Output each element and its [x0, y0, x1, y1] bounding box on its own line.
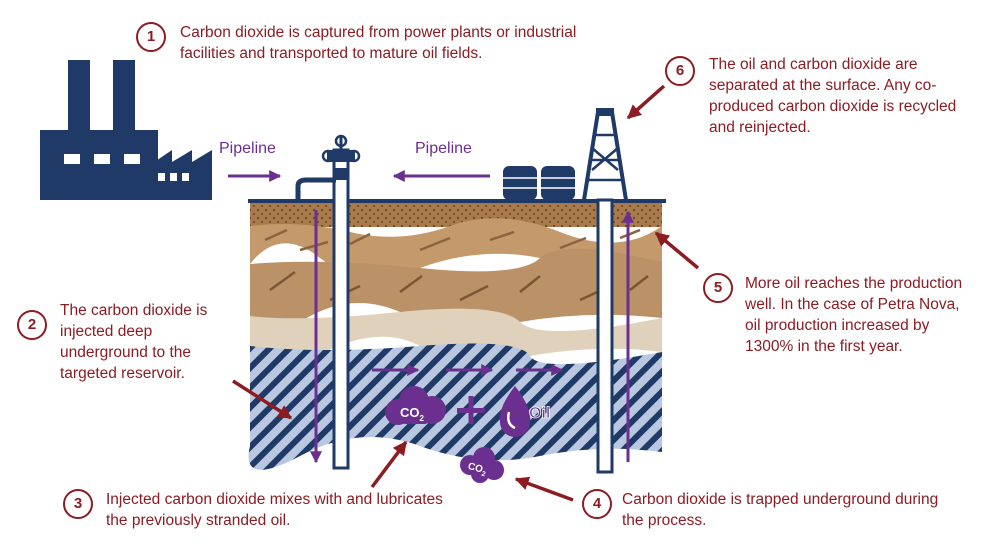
pipeline-label-right: Pipeline: [415, 140, 472, 157]
step-3-text: Injected carbon dioxide mixes with and l…: [106, 491, 443, 529]
step-1-number: 1: [136, 22, 166, 52]
soil-layer-1: [250, 218, 662, 277]
step-5-text: More oil reaches the production well. In…: [745, 275, 963, 355]
step-3-number: 3: [63, 489, 93, 519]
factory-icon: [40, 60, 212, 200]
step-2-text: The carbon dioxide is injected deep unde…: [60, 302, 208, 382]
callout-arrow-6: [626, 84, 666, 120]
step-1-text: Carbon dioxide is captured from power pl…: [180, 24, 577, 62]
injection-well: [295, 134, 361, 470]
oil-drop-icon: Oil: [499, 386, 551, 437]
topsoil-layer: [250, 202, 662, 227]
callout-arrow-2: [232, 379, 293, 420]
co2-cloud-icon: CO2: [385, 386, 446, 425]
step-6-text: The oil and carbon dioxide are separated…: [709, 56, 957, 136]
svg-text:CO2: CO2: [466, 461, 488, 478]
step-5-number: 5: [703, 273, 733, 303]
flow-arrows: [228, 170, 634, 464]
svg-text:CO2: CO2: [400, 405, 425, 423]
caprock-layer: [250, 308, 662, 368]
co2-small-cloud-icon: CO2: [460, 447, 504, 483]
callout-arrow-3: [370, 440, 408, 489]
callout-arrow-4: [514, 476, 574, 502]
svg-text:Oil: Oil: [529, 405, 550, 422]
pipeline-label-left: Pipeline: [219, 140, 276, 157]
plus-icon: [457, 396, 485, 424]
callout-arrows: [232, 84, 700, 502]
storage-tanks-icon: [503, 166, 575, 200]
step-4-text: Carbon dioxide is trapped underground du…: [622, 491, 939, 529]
ground-cross-section: [248, 199, 666, 470]
production-well: [582, 108, 628, 474]
soil-layer-2: [250, 248, 662, 337]
step-6-number: 6: [665, 56, 695, 86]
step-2-number: 2: [17, 310, 47, 340]
callout-arrow-5: [654, 231, 700, 270]
step-4-number: 4: [582, 489, 612, 519]
